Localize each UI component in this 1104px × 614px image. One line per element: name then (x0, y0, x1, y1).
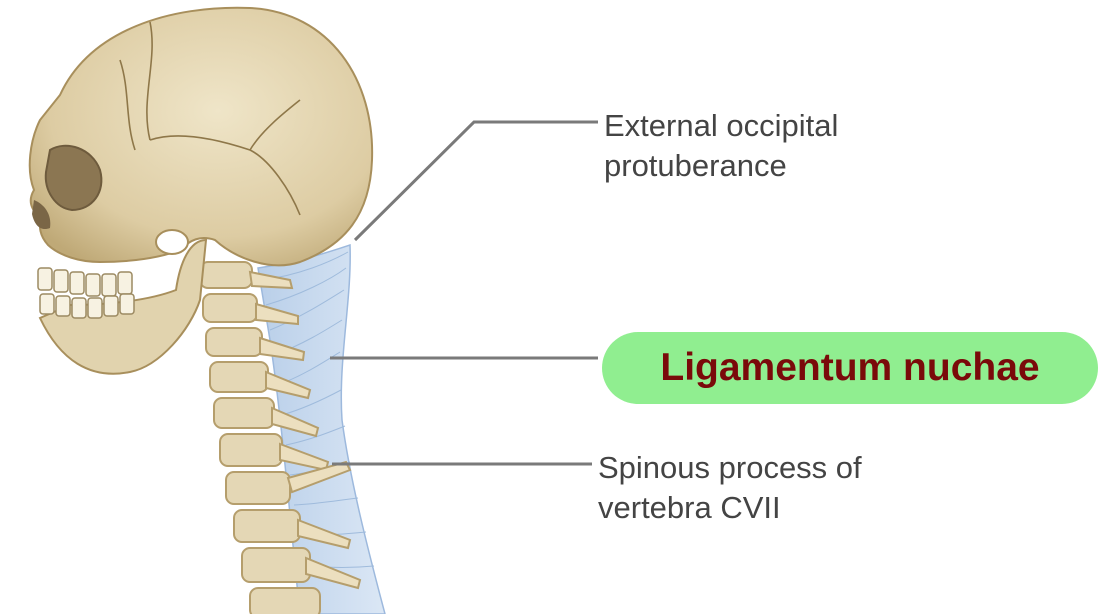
teeth (37, 267, 135, 319)
leader-lines (330, 120, 598, 466)
label-ligamentum-nuchae: Ligamentum nuchae (660, 346, 1040, 389)
cervical-spine (199, 261, 321, 614)
spinous-processes (248, 270, 362, 590)
label-line: vertebra CVII (598, 490, 781, 525)
orbit (44, 144, 103, 212)
nasal-opening (32, 200, 51, 230)
highlight-pill: Ligamentum nuchae (602, 332, 1098, 404)
label-line: External occipital (604, 108, 839, 143)
skull (28, 6, 374, 267)
label-line: Spinous process of (598, 450, 862, 485)
leader-line-occipital (353, 120, 598, 242)
ear-opening (155, 229, 189, 255)
label-external-occipital-protuberance: External occipital protuberance (604, 106, 838, 186)
label-line: protuberance (604, 148, 787, 183)
label-spinous-process-cvii: Spinous process of vertebra CVII (598, 448, 862, 528)
skull-sutures (119, 21, 301, 216)
